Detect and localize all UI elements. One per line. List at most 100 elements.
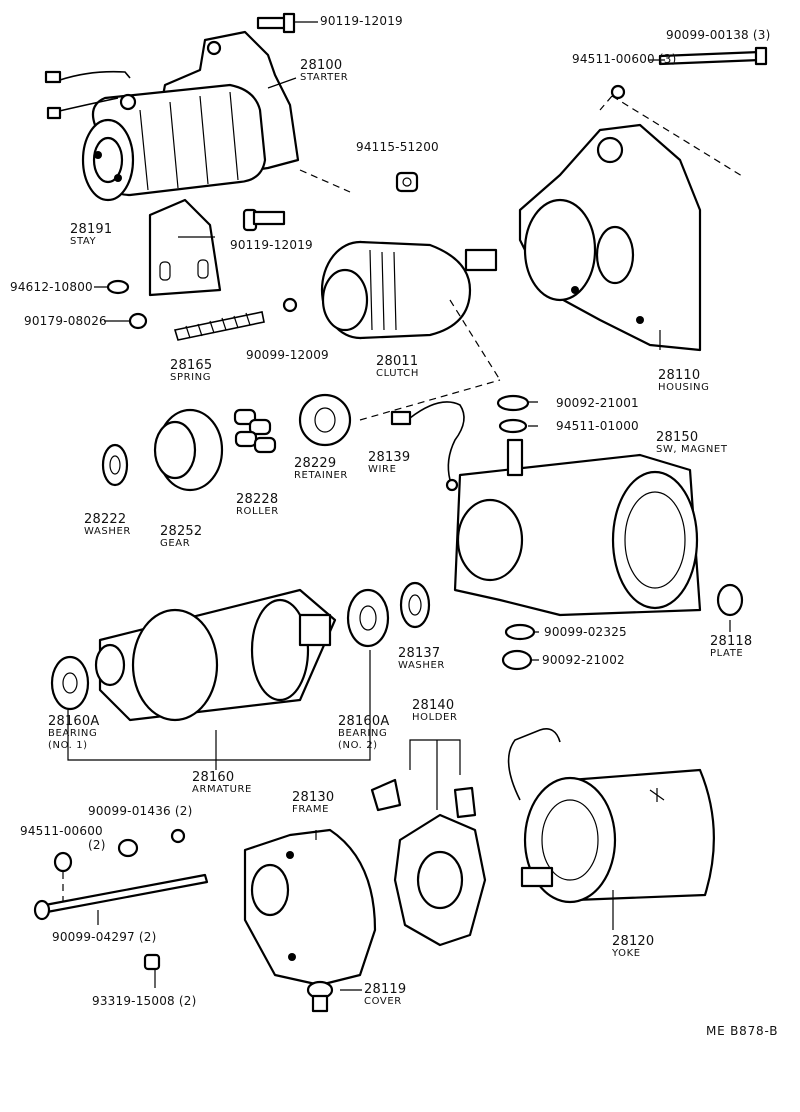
part-name: HOLDER <box>412 712 458 723</box>
bolt-90099-04297 <box>33 873 209 921</box>
part-note: (NO. 2) <box>338 740 378 751</box>
part-number: 28160A <box>48 714 100 729</box>
pn-90099-00138: 90099-00138 (3) <box>666 28 771 42</box>
part-name: SPRING <box>170 372 212 383</box>
part-name: WASHER <box>84 526 131 537</box>
part-name: WIRE <box>368 464 397 475</box>
pn-90119-12019-top: 90119-12019 <box>320 14 403 28</box>
washer-90099-01436-b <box>170 828 186 844</box>
part-name: ROLLER <box>236 506 279 517</box>
part-number: 28118 <box>710 634 753 649</box>
pn-90099-02325: 90099-02325 <box>544 625 627 639</box>
pn-90092-21001: 90092-21001 <box>556 396 639 410</box>
part-number: 28165 <box>170 358 213 373</box>
part-number: 28130 <box>292 790 335 805</box>
pn-93319-15008: 93319-15008 (2) <box>92 994 197 1008</box>
washer-90099-01436-a <box>117 838 139 858</box>
armature-28160 <box>94 588 337 722</box>
part-name: HOUSING <box>658 382 710 393</box>
retainer-28229 <box>298 393 352 447</box>
part-number: 28222 <box>84 512 127 527</box>
part-number: 28150 <box>656 430 699 445</box>
pn-90119-12019-mid: 90119-12019 <box>230 238 313 252</box>
screw-93319-15008 <box>143 953 161 971</box>
bolt-90119-12019-mid <box>242 208 286 232</box>
bearing-28160a-no1 <box>50 655 90 711</box>
starter-assembly <box>44 30 300 202</box>
holder-28140 <box>370 739 487 947</box>
washer-90099-02325 <box>504 623 536 641</box>
pn-94511-00600-3: 94511-00600 (3) <box>572 52 677 66</box>
spring-28165 <box>173 311 265 341</box>
pn-90099-12009: 90099-12009 <box>246 348 329 362</box>
part-number: 28140 <box>412 698 455 713</box>
clutch-28011 <box>320 240 498 340</box>
part-name: CLUTCH <box>376 368 419 379</box>
part-name: BEARING <box>338 728 388 739</box>
pn-90092-21002: 90092-21002 <box>542 653 625 667</box>
part-name: SW, MAGNET <box>656 444 728 455</box>
pn-90179-08026: 90179-08026 <box>24 314 107 328</box>
bearing-28160a-no2 <box>346 588 390 648</box>
nut-90092-21001 <box>496 394 530 412</box>
part-number: 28160 <box>192 770 235 785</box>
part-note: (NO. 1) <box>48 740 88 751</box>
part-number: 28229 <box>294 456 337 471</box>
housing-28110 <box>518 123 702 352</box>
ball-90099-12009 <box>282 297 298 313</box>
stay-28191 <box>148 198 222 297</box>
part-name: YOKE <box>612 948 641 959</box>
part-name: BEARING <box>48 728 98 739</box>
nut-94115-51200 <box>395 171 419 193</box>
part-name: STARTER <box>300 72 349 83</box>
part-number: 28137 <box>398 646 441 661</box>
part-number: 28110 <box>658 368 701 383</box>
nut-90092-21002 <box>501 649 533 671</box>
part-name: PLATE <box>710 648 744 659</box>
bolt-90119-12019-top <box>256 12 296 34</box>
part-name: FRAME <box>292 804 330 815</box>
washer-94511-00600-bottom <box>53 851 73 873</box>
bolt-90099-00138 <box>658 46 768 66</box>
washer-94511-00600 <box>610 84 626 100</box>
pn-94115-51200: 94115-51200 <box>356 140 439 154</box>
plate-28118 <box>716 583 744 617</box>
yoke-28120 <box>507 728 715 904</box>
diagram-reference-code: ME B878-B <box>706 1024 779 1038</box>
cover-28119 <box>306 980 334 1013</box>
part-name: COVER <box>364 996 402 1007</box>
washer-28137 <box>399 581 431 629</box>
pn-90099-04297: 90099-04297 (2) <box>52 930 157 944</box>
gear-28252 <box>153 408 224 492</box>
part-number: 28228 <box>236 492 279 507</box>
pn-94511-00600: 94511-00600 <box>20 824 103 838</box>
pn-94511-00600-qty: (2) <box>88 838 106 852</box>
part-number: 28120 <box>612 934 655 949</box>
pn-94612-10800: 94612-10800 <box>10 280 93 294</box>
part-number: 28160A <box>338 714 390 729</box>
part-number: 28119 <box>364 982 407 997</box>
part-name: RETAINER <box>294 470 348 481</box>
part-name: WASHER <box>398 660 445 671</box>
magnet-switch-28150 <box>453 438 702 617</box>
rollers-28228 <box>233 408 277 454</box>
part-name: ARMATURE <box>192 784 252 795</box>
